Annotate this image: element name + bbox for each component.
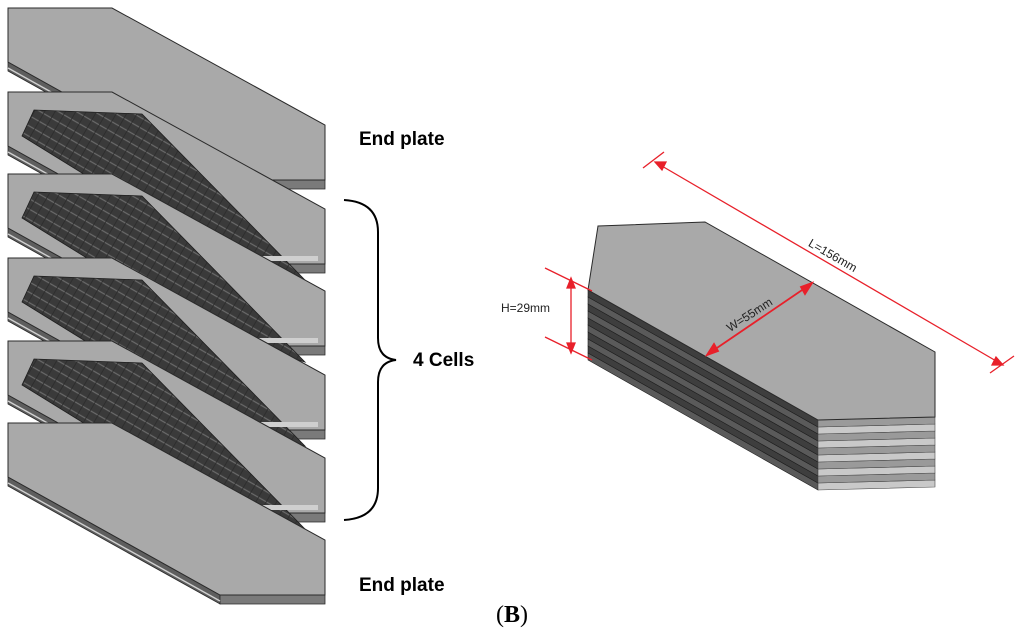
end-plate-bottom-label: End plate <box>359 575 445 596</box>
end-plate-top-label: End plate <box>359 129 445 150</box>
assembled-stack <box>587 221 936 491</box>
stack-top-face <box>587 221 936 421</box>
figure-letter: B <box>503 602 520 628</box>
manifold-slot <box>218 422 318 427</box>
cells-label: 4 Cells <box>413 350 475 371</box>
length-dimension <box>642 151 1015 374</box>
end-plate-bottom <box>7 422 326 605</box>
plate-top-face <box>7 422 326 596</box>
manifold-slot <box>218 338 318 343</box>
width-dimension <box>704 281 815 357</box>
plate-gasket-line <box>7 482 221 602</box>
plate-top-face <box>7 7 326 181</box>
manifold-slot <box>218 256 318 261</box>
manifold-slot <box>218 505 318 510</box>
height-dimension <box>544 267 593 361</box>
figure-caption: (B) <box>495 602 528 628</box>
height-label: H=29mm <box>501 301 551 315</box>
exploded-view <box>7 7 326 605</box>
cells-bracket <box>343 199 397 521</box>
